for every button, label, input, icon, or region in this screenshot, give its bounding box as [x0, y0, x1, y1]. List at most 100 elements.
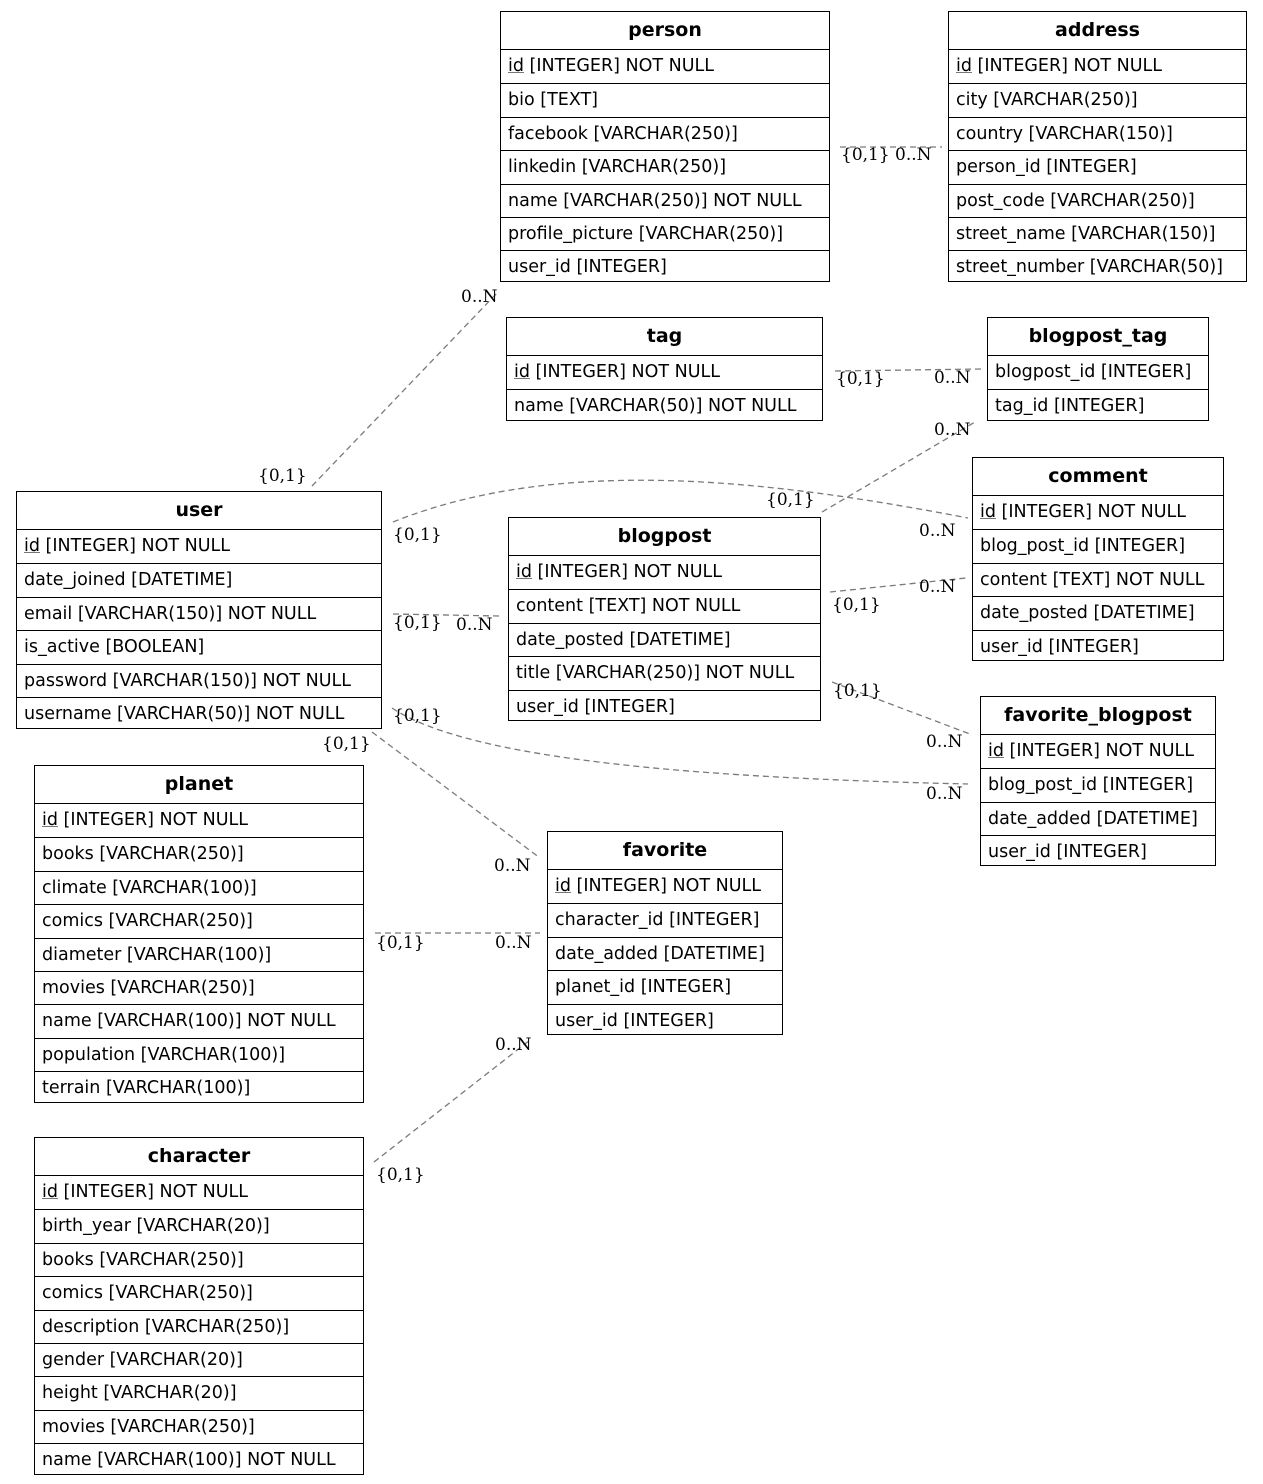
field: blogpost_id [INTEGER]	[995, 362, 1192, 382]
card-user-favorite_blogpost-from: {0,1}	[393, 706, 442, 726]
field: movies [VARCHAR(250)]	[35, 970, 363, 1004]
pk-field: id [INTEGER] NOT NULL	[35, 1176, 363, 1209]
field: height [VARCHAR(20)]	[35, 1376, 363, 1409]
field: email [VARCHAR(150)] NOT NULL	[17, 596, 381, 630]
entity-comment: comment id [INTEGER] NOT NULL blog_post_…	[972, 457, 1224, 661]
pk-label: id	[42, 1182, 58, 1202]
card-user-favorite-to: 0..N	[494, 856, 531, 876]
entity-title: tag	[507, 318, 822, 356]
field: planet_id [INTEGER]	[548, 970, 782, 1003]
pk-type: [INTEGER] NOT NULL	[523, 56, 715, 76]
pk-label: id	[555, 876, 571, 896]
card-tag-blogpost_tag-from: {0,1}	[836, 369, 885, 389]
field: name [VARCHAR(50)] NOT NULL	[507, 389, 822, 422]
entity-title: favorite	[548, 832, 782, 870]
entity-user: user id [INTEGER] NOT NULL date_joined […	[16, 491, 382, 729]
entity-title: character	[35, 1138, 363, 1176]
pk-type: [INTEGER] NOT NULL	[529, 362, 721, 382]
card-user-comment-to: 0..N	[919, 521, 956, 541]
field: facebook [VARCHAR(250)]	[501, 116, 829, 150]
field: content [TEXT] NOT NULL	[509, 589, 820, 622]
edge-user-blogpost	[392, 613, 501, 617]
entity-address: address id [INTEGER] NOT NULL city [VARC…	[948, 11, 1247, 282]
card-blogpost-comment-from: {0,1}	[832, 595, 881, 615]
field: population [VARCHAR(100)]	[35, 1037, 363, 1071]
entity-person: person id [INTEGER] NOT NULL bio [TEXT] …	[500, 11, 830, 282]
pk-type: [INTEGER] NOT NULL	[1003, 741, 1195, 761]
card-user-favorite-from: {0,1}	[322, 734, 371, 754]
pk-type: [INTEGER] NOT NULL	[531, 562, 723, 582]
field: title [VARCHAR(250)] NOT NULL	[509, 656, 820, 689]
pk-label: id	[516, 562, 532, 582]
field: blog_post_id [INTEGER]	[973, 529, 1223, 562]
field: date_added [DATETIME]	[548, 936, 782, 970]
entity-planet: planet id [INTEGER] NOT NULL books [VARC…	[34, 765, 364, 1103]
card-person-address-to: 0..N	[895, 145, 932, 165]
entity-title: blogpost_tag	[988, 318, 1208, 356]
entity-tag: tag id [INTEGER] NOT NULL name [VARCHAR(…	[506, 317, 823, 421]
field: comics [VARCHAR(250)]	[35, 1276, 363, 1309]
entity-favorite_blogpost: favorite_blogpost id [INTEGER] NOT NULL …	[980, 696, 1216, 866]
pk-field: id [INTEGER] NOT NULL	[507, 356, 822, 389]
entity-title: person	[501, 12, 829, 50]
field: comics [VARCHAR(250)]	[35, 904, 363, 937]
edge-character-favorite	[373, 1039, 531, 1163]
field: tag_id [INTEGER]	[988, 389, 1208, 422]
field: date_joined [DATETIME]	[17, 563, 381, 596]
card-blogpost-favorite_blogpost-from: {0,1}	[833, 681, 882, 701]
entity-blogpost_tag: blogpost_tag blogpost_id [INTEGER] tag_i…	[987, 317, 1209, 421]
field: city [VARCHAR(250)]	[949, 83, 1246, 116]
field: date_posted [DATETIME]	[509, 622, 820, 656]
field: user_id [INTEGER]	[509, 689, 820, 723]
card-character-favorite-from: {0,1}	[376, 1165, 425, 1185]
pk-label: id	[956, 56, 972, 76]
field: climate [VARCHAR(100)]	[35, 870, 363, 904]
field: terrain [VARCHAR(100)]	[35, 1071, 363, 1104]
field: diameter [VARCHAR(100)]	[35, 937, 363, 971]
field: post_code [VARCHAR(250)]	[949, 183, 1246, 217]
card-character-favorite-to: 0..N	[495, 1035, 532, 1055]
pk-field: id [INTEGER] NOT NULL	[548, 870, 782, 903]
field: movies [VARCHAR(250)]	[35, 1409, 363, 1443]
pk-type: [INTEGER] NOT NULL	[57, 1182, 249, 1202]
field: date_added [DATETIME]	[981, 801, 1215, 835]
entity-title: planet	[35, 766, 363, 804]
edge-user-favorite	[371, 731, 541, 859]
card-user-blogpost-to: 0..N	[456, 615, 493, 635]
field: person_id [INTEGER]	[949, 150, 1246, 183]
field: gender [VARCHAR(20)]	[35, 1342, 363, 1376]
card-user-person-from: {0,1}	[258, 466, 307, 486]
card-blogpost-blogpost_tag-to: 0..N	[934, 420, 971, 440]
field: character_id [INTEGER]	[548, 903, 782, 936]
card-planet-favorite-to: 0..N	[495, 933, 532, 953]
pk-field: id [INTEGER] NOT NULL	[17, 530, 381, 563]
field: name [VARCHAR(100)] NOT NULL	[35, 1004, 363, 1037]
pk-field: id [INTEGER] NOT NULL	[501, 50, 829, 83]
pk-label: id	[988, 741, 1004, 761]
card-user-person-to: 0..N	[461, 287, 498, 307]
entity-title: comment	[973, 458, 1223, 496]
field: user_id [INTEGER]	[973, 629, 1223, 663]
entity-title: blogpost	[509, 518, 820, 556]
entity-favorite: favorite id [INTEGER] NOT NULL character…	[547, 831, 783, 1035]
card-person-address-from: {0,1}	[841, 145, 890, 165]
edge-blogpost-comment	[829, 577, 967, 593]
field: blog_post_id [INTEGER]	[981, 768, 1215, 801]
field: username [VARCHAR(50)] NOT NULL	[17, 696, 381, 730]
card-blogpost-favorite_blogpost-to: 0..N	[926, 732, 963, 752]
pk-label: id	[514, 362, 530, 382]
pk-label: id	[24, 536, 40, 556]
card-tag-blogpost_tag-to: 0..N	[934, 368, 971, 388]
field: user_id [INTEGER]	[501, 250, 829, 283]
edge-user-comment	[392, 479, 969, 523]
pk-label: id	[508, 56, 524, 76]
field: user_id [INTEGER]	[548, 1003, 782, 1037]
pk-field: id [INTEGER] NOT NULL	[981, 735, 1215, 768]
card-blogpost-comment-to: 0..N	[919, 577, 956, 597]
field: books [VARCHAR(250)]	[35, 1242, 363, 1276]
field: bio [TEXT]	[501, 83, 829, 116]
card-blogpost-blogpost_tag-from: {0,1}	[766, 490, 815, 510]
entity-character: character id [INTEGER] NOT NULL birth_ye…	[34, 1137, 364, 1475]
entity-title: user	[17, 492, 381, 530]
field: linkedin [VARCHAR(250)]	[501, 150, 829, 183]
